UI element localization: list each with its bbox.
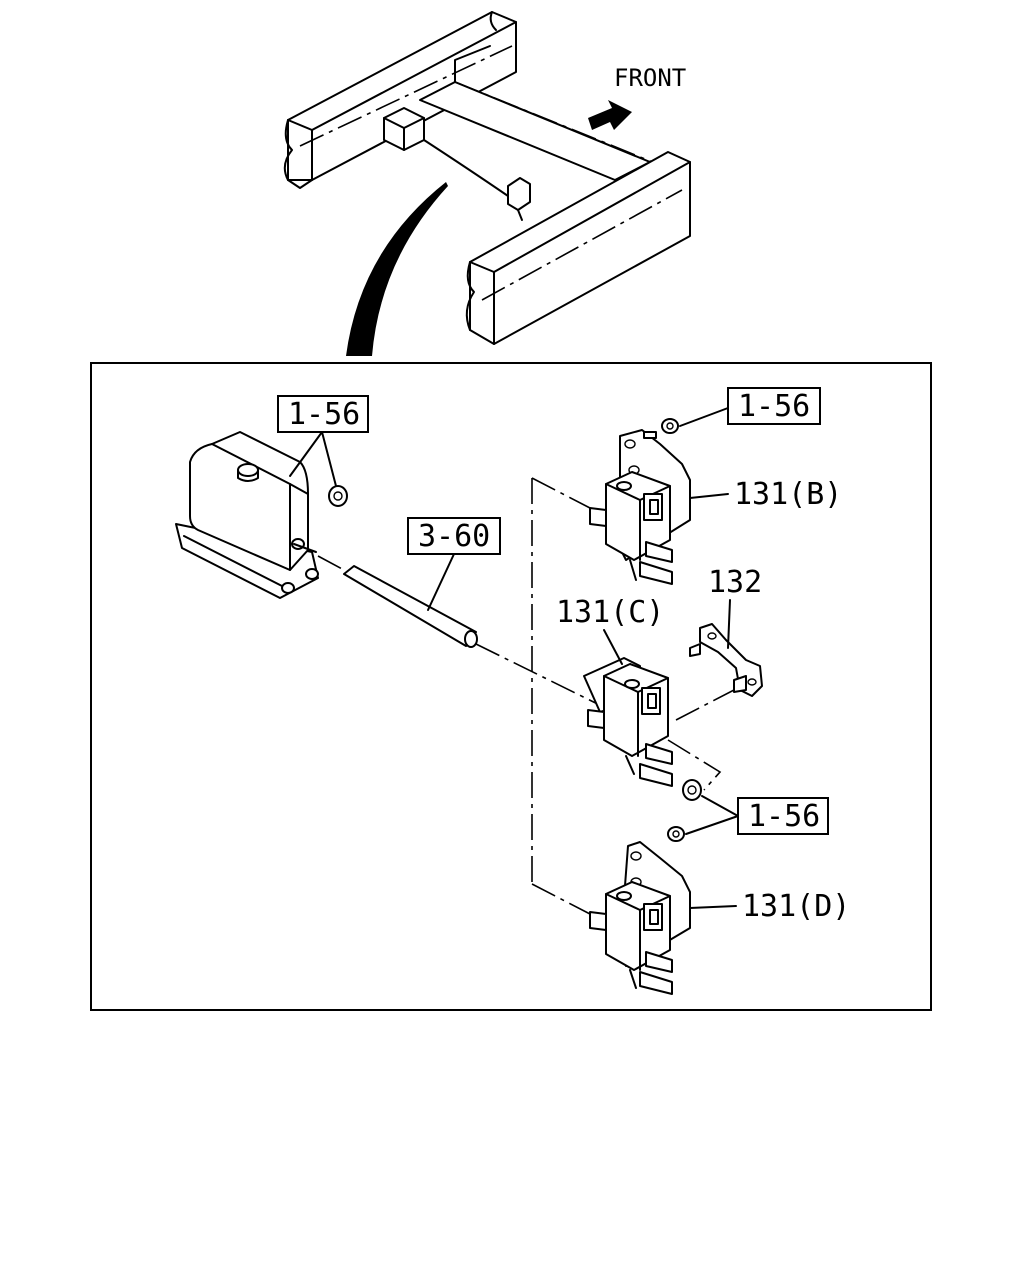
washer-icon [661,418,679,434]
detail-pointer-arrow [346,182,448,356]
vacuum-hose [343,565,477,647]
part-label-132: 132 [708,565,762,600]
ref-label: 1-56 [748,799,820,834]
ref-box-1-56 [727,387,821,425]
ref-label: 1-56 [288,397,360,432]
nut-icon [682,779,702,801]
solenoid-valve-131b [589,429,691,585]
front-label: FRONT [614,64,686,92]
ref-label: 3-60 [418,519,490,554]
part-label-131b: 131(B) [734,477,842,512]
bracket-132 [689,623,763,697]
part-label-131c: 131(C) [556,595,664,630]
ref-label: 1-56 [738,389,810,424]
solenoid-valve-131d [589,841,691,995]
ref-box-3-60 [407,517,501,555]
part-label-131d: 131(D) [742,889,850,924]
ref-box-1-56 [277,395,369,433]
vacuum-tank [175,431,319,599]
chassis-overview [283,11,691,345]
washer-icon [667,826,685,842]
nut-icon [328,485,348,507]
solenoid-valve-131c [583,657,673,787]
detail-frame [90,362,932,1011]
